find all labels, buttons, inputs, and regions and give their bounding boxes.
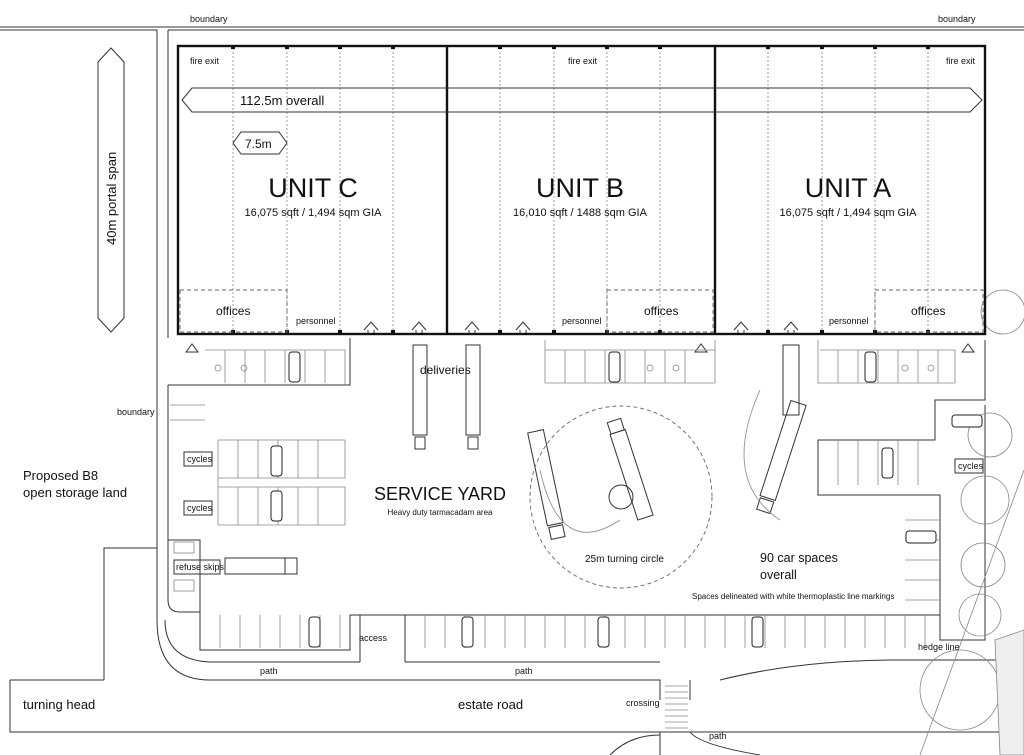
unit-a-title: UNIT A [805,173,892,203]
parking-bays [170,340,956,648]
estate-road-label: estate road [458,697,523,712]
path-label-bottom: path [709,731,727,741]
offices-label-b: offices [644,304,678,318]
frontage-path [164,615,660,663]
service-yard-note: Heavy duty tarmacadam area [388,508,493,517]
turning-circle-label: 25m turning circle [585,554,664,565]
personnel-label-c: personnel [296,316,336,326]
unit-c-title: UNIT C [268,173,358,203]
hedge-line-label: hedge line [918,642,960,652]
unit-c-area: 16,075 sqft / 1,494 sqm GIA [245,207,383,219]
portal-span-label: 40m portal span [104,152,119,245]
deliveries-label: deliveries [420,363,471,377]
cycles-box-3 [954,458,984,474]
open-storage-label: open storage land [23,485,127,500]
fire-exit-label-c: fire exit [190,56,220,66]
personnel-label-a: personnel [829,316,869,326]
car-spaces-label: 90 car spaces [760,551,838,565]
refuse-skips-box [173,559,221,575]
cycles-label-3: cycles [958,461,984,471]
unit-b-title: UNIT B [536,173,624,203]
cycles-box-1 [183,451,213,467]
cycles-label-1: cycles [187,454,213,464]
service-yard-label: SERVICE YARD [374,484,506,504]
overall-length-label: 112.5m overall [240,93,324,108]
offices-label-c: offices [216,304,250,318]
estate-road [9,548,1024,755]
bay-width-label: 7.5m [245,137,272,151]
portal-span-dimension [97,47,125,333]
fire-exit-label-a: fire exit [946,56,976,66]
boundary-label-left: boundary [117,407,155,417]
accessible-bay-symbols [214,364,935,372]
cars [270,351,983,648]
boundary-label-top-right: boundary [938,14,976,24]
crossing-stripes [665,685,688,729]
car-spaces-overall-label: overall [760,568,797,582]
crossing-label: crossing [626,698,660,708]
building-block [176,44,987,336]
turning-head-label: turning head [23,697,95,712]
offices-label-a: offices [911,304,945,318]
delivery-trucks [224,344,807,575]
fire-exit-label-b: fire exit [568,56,598,66]
cycles-label-2: cycles [187,503,213,513]
cycles-box-2 [183,500,213,516]
loading-doors [185,321,975,353]
unit-b-area: 16,010 sqft / 1488 sqm GIA [513,207,648,219]
yard-outline [167,338,986,651]
hedge-line [919,289,1024,755]
path-label-mid: path [515,666,533,676]
bay-dimension [232,131,288,155]
proposed-b8-label: Proposed B8 [23,468,98,483]
access-label: access [359,633,388,643]
path-label-left: path [260,666,278,676]
overall-dimension [181,87,983,113]
turning-circle [529,389,781,589]
boundary-label-top-left: boundary [190,14,228,24]
personnel-label-b: personnel [562,316,602,326]
unit-a-area: 16,075 sqft / 1,494 sqm GIA [780,207,918,219]
refuse-skips-label: refuse skips [176,562,225,572]
spaces-note: Spaces delineated with white thermoplast… [692,592,894,601]
